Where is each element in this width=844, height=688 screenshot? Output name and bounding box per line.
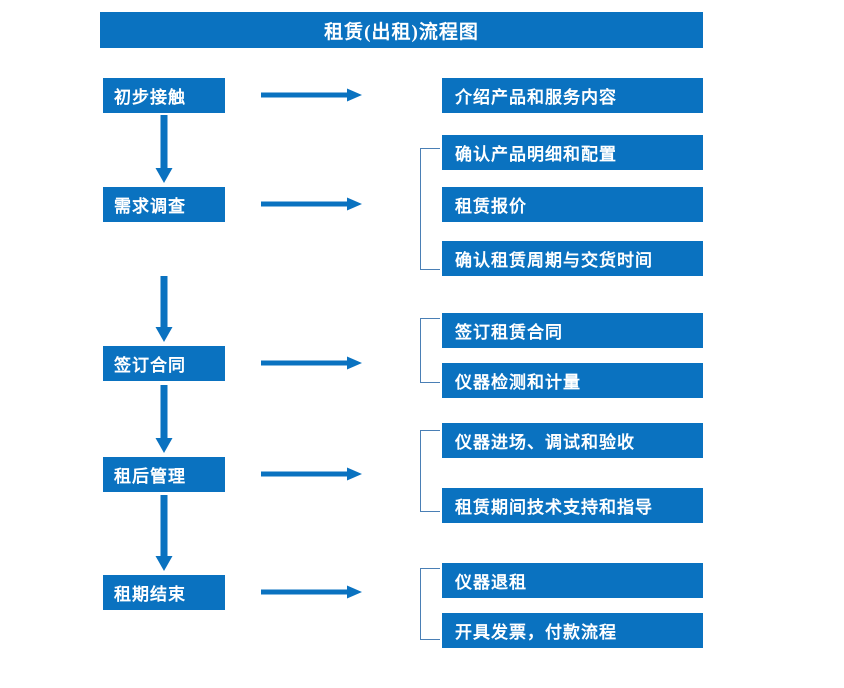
group-bracket-3 [420, 318, 440, 383]
detail-box-1[interactable]: 介绍产品和服务内容 [442, 78, 703, 113]
group-bracket-5 [420, 568, 440, 640]
horizontal-arrow-1 [261, 88, 362, 102]
detail-box-2[interactable]: 确认产品明细和配置 [442, 135, 703, 170]
vertical-arrow-3 [153, 385, 175, 453]
group-bracket-2 [420, 148, 440, 270]
horizontal-arrow-3 [261, 356, 362, 370]
vertical-arrow-2 [153, 276, 175, 342]
detail-box-8[interactable]: 租赁期间技术支持和指导 [442, 488, 703, 523]
detail-box-5[interactable]: 签订租赁合同 [442, 313, 703, 348]
group-bracket-4 [420, 430, 440, 512]
horizontal-arrow-5 [261, 585, 362, 599]
detail-box-3[interactable]: 租赁报价 [442, 187, 703, 222]
vertical-arrow-1 [153, 115, 175, 183]
stage-box-5[interactable]: 租期结束 [103, 575, 225, 610]
page-title: 租赁(出租)流程图 [100, 12, 703, 48]
stage-box-4[interactable]: 租后管理 [103, 457, 225, 492]
stage-box-2[interactable]: 需求调查 [103, 187, 225, 222]
horizontal-arrow-2 [261, 197, 362, 211]
detail-box-7[interactable]: 仪器进场、调试和验收 [442, 423, 703, 458]
stage-box-3[interactable]: 签订合同 [103, 346, 225, 381]
stage-box-1[interactable]: 初步接触 [103, 78, 225, 113]
detail-box-6[interactable]: 仪器检测和计量 [442, 363, 703, 398]
detail-box-9[interactable]: 仪器退租 [442, 563, 703, 598]
vertical-arrow-4 [153, 495, 175, 571]
horizontal-arrow-4 [261, 467, 362, 481]
detail-box-4[interactable]: 确认租赁周期与交货时间 [442, 241, 703, 276]
detail-box-10[interactable]: 开具发票，付款流程 [442, 613, 703, 648]
